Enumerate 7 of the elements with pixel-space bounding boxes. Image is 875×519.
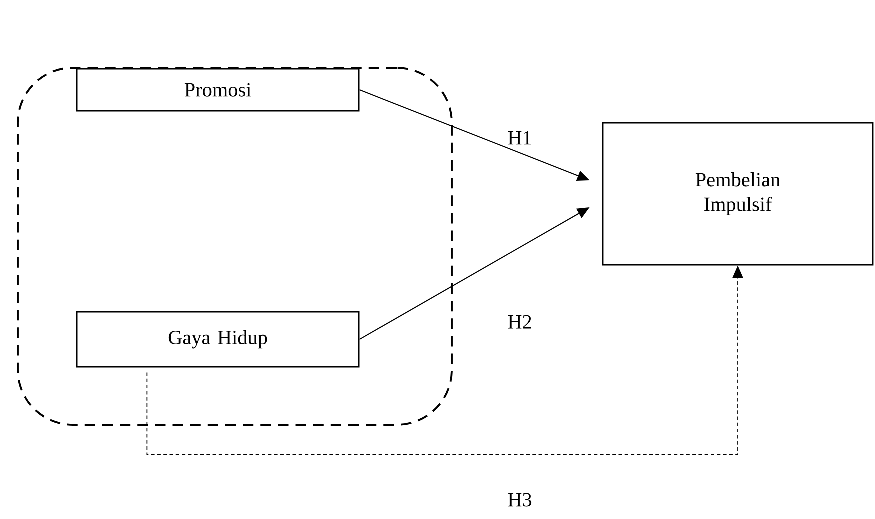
group-outline xyxy=(17,67,453,426)
process-box: Pembelian Impulsif xyxy=(602,122,874,266)
process-box: Promosi xyxy=(76,68,360,112)
edge-label: H2 xyxy=(506,314,534,330)
edge-label: H3 xyxy=(506,491,534,509)
edge-label: H1 xyxy=(506,130,534,146)
process-box: Gaya Hidup xyxy=(76,311,360,368)
